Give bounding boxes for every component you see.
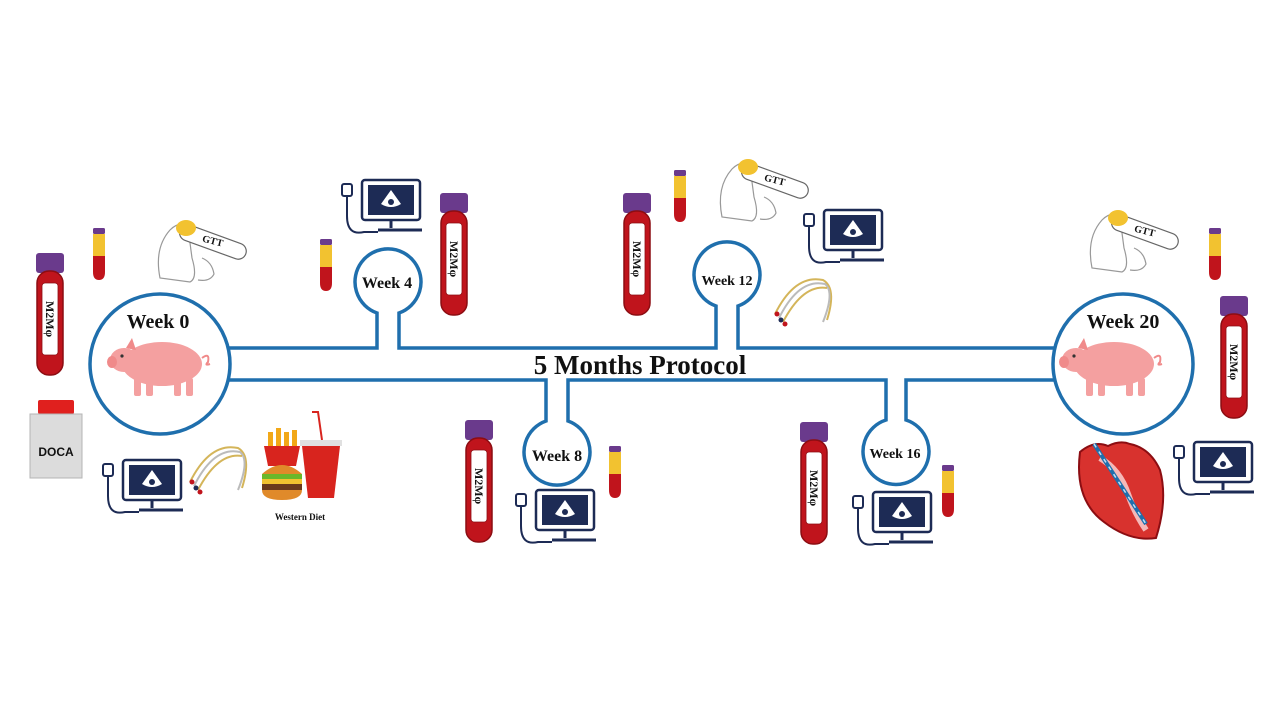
fast-food-icon bbox=[262, 411, 342, 500]
blood-tube-icon: M2Mφ bbox=[622, 192, 652, 316]
svg-text:M2Mφ: M2Mφ bbox=[1227, 344, 1241, 381]
blood-tube-icon: M2Mφ bbox=[464, 419, 494, 543]
blood-tube-icon: M2Mφ bbox=[35, 252, 65, 376]
ultrasound-monitor-icon bbox=[851, 490, 935, 547]
svg-text:GTT: GTT bbox=[201, 234, 224, 250]
week-16-label: Week 16 bbox=[870, 447, 921, 462]
week-12-label: Week 12 bbox=[702, 274, 753, 289]
gtt-test-icon: GTT bbox=[719, 158, 812, 222]
heart-icon bbox=[1078, 441, 1165, 540]
serum-tube-icon bbox=[942, 465, 954, 517]
catheter-icon bbox=[773, 278, 833, 328]
protocol-title: 5 Months Protocol bbox=[534, 350, 747, 380]
ultrasound-monitor-icon bbox=[1172, 440, 1256, 497]
svg-text:DOCA: DOCA bbox=[38, 445, 74, 459]
svg-text:GTT: GTT bbox=[1133, 224, 1156, 240]
serum-tube-icon bbox=[320, 239, 332, 291]
serum-tube-icon bbox=[93, 228, 105, 280]
catheter-icon bbox=[188, 446, 248, 496]
gtt-test-icon: GTT bbox=[1089, 209, 1182, 273]
gtt-test-icon: GTT bbox=[157, 219, 250, 283]
svg-text:M2Mφ: M2Mφ bbox=[807, 470, 821, 507]
week-20-label: Week 20 bbox=[1087, 311, 1160, 333]
ultrasound-monitor-icon bbox=[340, 178, 424, 235]
pig-icon bbox=[106, 337, 211, 397]
doca-bottle-icon: DOCA bbox=[29, 400, 83, 479]
week-0-label: Week 0 bbox=[127, 311, 190, 333]
western-diet-label: Western Diet bbox=[275, 512, 325, 522]
blood-tube-icon: M2Mφ bbox=[1219, 295, 1249, 419]
ultrasound-monitor-icon bbox=[802, 208, 886, 265]
svg-text:M2Mφ: M2Mφ bbox=[447, 241, 461, 278]
serum-tube-icon bbox=[1209, 228, 1221, 280]
svg-text:M2Mφ: M2Mφ bbox=[472, 468, 486, 505]
svg-text:GTT: GTT bbox=[763, 173, 786, 189]
blood-tube-icon: M2Mφ bbox=[799, 421, 829, 545]
week-4-label: Week 4 bbox=[362, 275, 412, 292]
blood-tube-icon: M2Mφ bbox=[439, 192, 469, 316]
timeline-track bbox=[88, 240, 1195, 487]
pig-icon bbox=[1058, 337, 1163, 397]
ultrasound-monitor-icon bbox=[514, 488, 598, 545]
week-8-label: Week 8 bbox=[532, 448, 582, 465]
svg-text:M2Mφ: M2Mφ bbox=[630, 241, 644, 278]
svg-text:M2Mφ: M2Mφ bbox=[43, 301, 57, 338]
serum-tube-icon bbox=[674, 170, 686, 222]
ultrasound-monitor-icon bbox=[101, 458, 185, 515]
serum-tube-icon bbox=[609, 446, 621, 498]
